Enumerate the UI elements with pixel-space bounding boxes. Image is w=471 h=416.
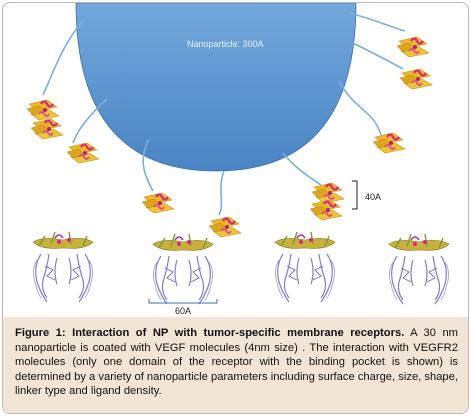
linkers: [42, 12, 406, 216]
vegfr2-receptors: [32, 231, 450, 305]
caption-body: A 30 nm nanoparticle is coated with VEGF…: [15, 327, 458, 398]
nanoparticle-label: Nanoparticle: 300A: [187, 39, 264, 49]
scale-label-60: 60A: [175, 306, 191, 315]
figure-caption: Figure 1: Interaction of NP with tumor-s…: [3, 317, 468, 413]
scale-label-40: 40A: [365, 192, 381, 202]
scale-bracket-40: 40A: [352, 180, 381, 210]
caption-heading: Figure 1: Interaction of NP with tumor-s…: [15, 327, 405, 339]
nanoparticle-shape: [75, 3, 357, 172]
figure-illustration: Nanoparticle: 300A 40A 60A: [25, 3, 450, 315]
scale-bar-60: 60A: [148, 299, 218, 315]
